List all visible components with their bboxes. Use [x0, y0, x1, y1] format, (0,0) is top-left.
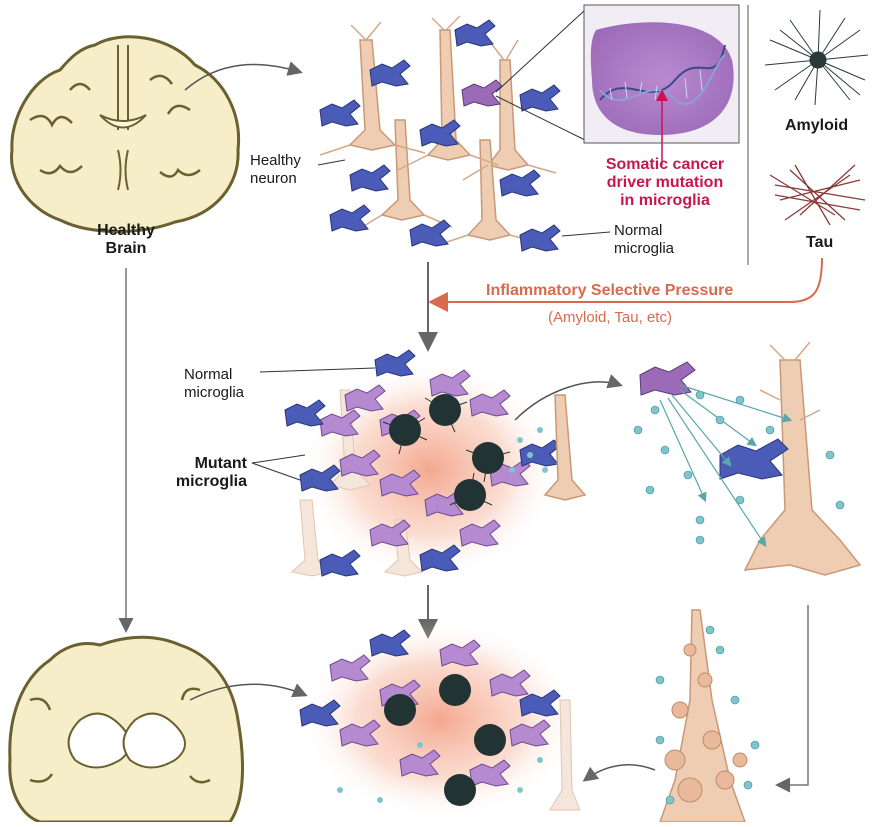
- mutant-microglia-line-1: Mutant: [194, 455, 247, 472]
- pressure-sublabel: (Amyloid, Tau, etc): [548, 309, 672, 326]
- degenerating-tissue-cluster: [299, 620, 581, 820]
- normal-microglia-top-line-2: microglia: [614, 240, 675, 257]
- arrow-bottom-brain: [189, 683, 308, 701]
- mutated-microglia-cell: [461, 79, 503, 107]
- inflamed-tissue-cluster: [284, 349, 587, 580]
- leader-mutant-1: [251, 454, 306, 464]
- normal-microglia-mid-line-2: microglia: [184, 384, 245, 401]
- healthy-neuron-label: Healthy neuron: [250, 152, 301, 188]
- pressure-label: Inflammatory Selective Pressure: [486, 282, 734, 299]
- degenerated-brain-illustration: [8, 635, 244, 824]
- amyloid-label: Amyloid: [785, 117, 849, 134]
- arrow-right-column: [775, 605, 809, 793]
- arrow-brain-to-tissue: [184, 61, 303, 91]
- normal-microglia-mid-line-1: Normal: [184, 366, 233, 383]
- healthy-neuron-line-2: neuron: [250, 170, 297, 187]
- tau-label: Tau: [806, 234, 834, 251]
- healthy-brain-illustration: [10, 35, 241, 233]
- degenerating-neuron: [655, 609, 760, 823]
- leader-mutant-2: [251, 462, 301, 481]
- tau-illustration: [769, 164, 866, 226]
- amyloid-illustration: [764, 9, 869, 106]
- normal-microglia-mid-label: Normal microglia: [184, 366, 244, 402]
- mutant-microglia-line-2: microglia: [175, 473, 247, 490]
- callout-line: [495, 95, 586, 141]
- leader-normal-microglia-top: [561, 231, 611, 237]
- arrow-zoom-mid: [514, 374, 623, 421]
- mutation-line-1: Somatic cancer: [605, 156, 725, 173]
- healthy-brain-line-1: Healthy: [97, 222, 155, 239]
- mutation-line-3: in microglia: [620, 192, 710, 209]
- arrow-neuron-to-cluster: [582, 764, 656, 782]
- normal-microglia-top-label: Normal microglia: [614, 222, 674, 258]
- leader-normal-microglia-mid: [259, 367, 376, 373]
- healthy-neuron-line-1: Healthy: [250, 152, 301, 169]
- mutation-label: Somatic cancer driver mutation in microg…: [585, 156, 745, 210]
- healthy-brain-line-2: Brain: [105, 240, 147, 257]
- healthy-brain-label: Healthy Brain: [80, 222, 172, 258]
- leader-healthy-neuron: [317, 159, 346, 166]
- cytokine-release-zoom: [633, 341, 862, 576]
- pressure-arrow: [428, 257, 823, 312]
- mutant-microglia-label: Mutant microglia: [165, 455, 247, 491]
- normal-microglia-top-line-1: Normal: [614, 222, 663, 239]
- mutation-line-2: driver mutation: [606, 174, 724, 191]
- healthy-tissue-cluster: [319, 15, 561, 252]
